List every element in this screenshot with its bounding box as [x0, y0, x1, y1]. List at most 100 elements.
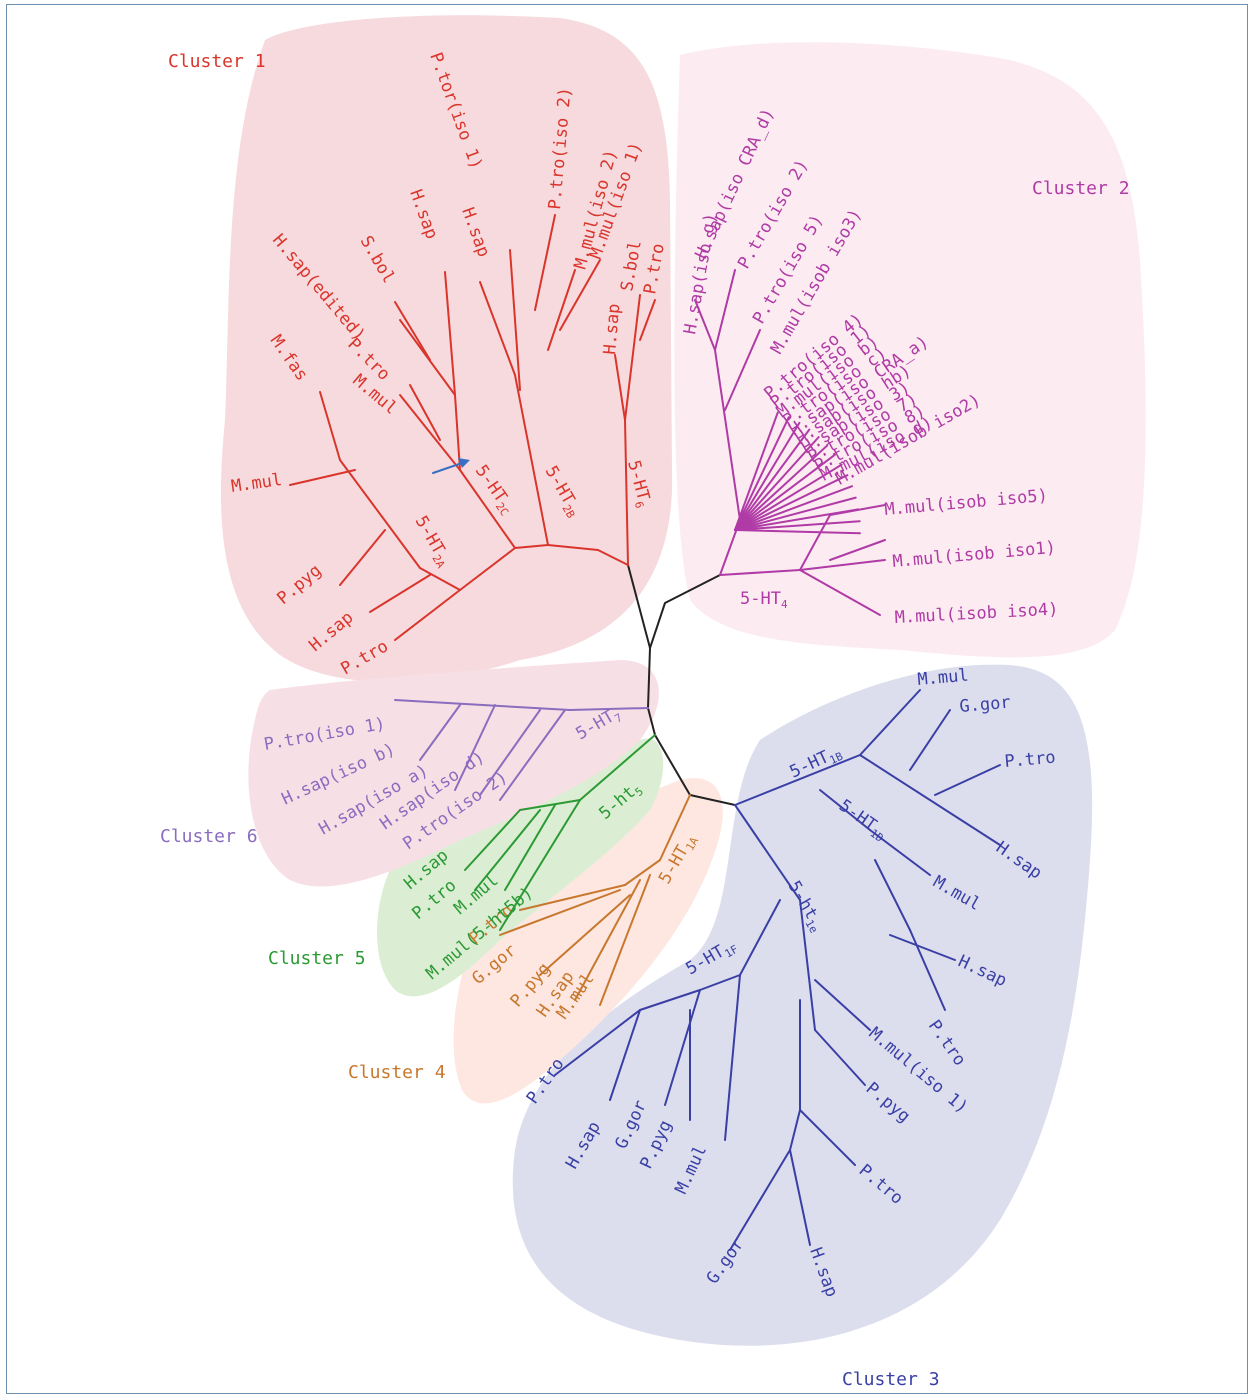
branch — [639, 989, 701, 1011]
branch — [534, 214, 556, 311]
branch — [734, 411, 779, 531]
branch — [479, 281, 516, 376]
branch — [624, 294, 641, 421]
cluster-5-region — [376, 738, 664, 997]
branch — [519, 799, 581, 811]
cluster-2-region — [674, 42, 1146, 658]
branch — [509, 249, 521, 391]
cluster-3-region — [512, 664, 1093, 1346]
branch — [419, 567, 461, 591]
branch — [734, 474, 849, 531]
branch — [554, 1009, 641, 1076]
branch — [614, 354, 626, 421]
branch — [539, 894, 631, 976]
cluster-4-label: Cluster 4 — [348, 1062, 446, 1083]
branch — [734, 754, 861, 806]
branch — [724, 974, 741, 1141]
branch — [729, 1149, 791, 1251]
branch — [454, 704, 496, 791]
leaf-label: P.tro — [1004, 748, 1057, 772]
branch — [799, 569, 881, 616]
branch — [559, 259, 601, 331]
branch — [724, 329, 761, 411]
branch — [734, 520, 861, 531]
branch — [474, 809, 541, 891]
branch — [799, 1109, 856, 1166]
branch — [719, 569, 801, 576]
arrow-marker — [432, 461, 466, 474]
branch — [459, 469, 516, 549]
branch — [454, 394, 461, 471]
branch — [869, 829, 931, 876]
branch — [694, 299, 716, 351]
branch — [734, 436, 820, 531]
branch — [479, 709, 541, 796]
branch — [399, 394, 461, 471]
branch — [499, 709, 566, 801]
branch — [739, 899, 781, 976]
branch — [569, 707, 649, 711]
branch — [734, 444, 829, 531]
branch — [459, 547, 516, 591]
branch — [789, 1109, 801, 1151]
cluster-1-label: Cluster 1 — [168, 51, 266, 72]
branch — [799, 899, 816, 1031]
cluster-6-label: Cluster 6 — [160, 826, 258, 847]
cluster-4-region — [453, 778, 723, 1104]
branch — [514, 544, 549, 549]
branch — [394, 301, 431, 361]
branch — [664, 989, 701, 1106]
figure-frame — [6, 4, 1248, 1394]
branch — [889, 934, 956, 961]
branch — [599, 874, 651, 1006]
branch — [734, 416, 790, 531]
node-label: 5-HT4 — [740, 589, 788, 611]
branch — [799, 514, 831, 571]
branch — [699, 974, 741, 991]
branch — [734, 804, 801, 901]
branch — [289, 469, 356, 486]
branch — [909, 929, 946, 1011]
branch — [464, 809, 521, 871]
branch — [909, 709, 951, 771]
backbone-branch — [627, 564, 651, 649]
branch — [394, 589, 461, 641]
branch — [819, 789, 871, 831]
branch — [639, 299, 656, 341]
cluster-1-region — [220, 15, 673, 682]
branch — [874, 859, 911, 931]
branch — [734, 463, 843, 531]
branch — [419, 704, 461, 761]
branch — [394, 699, 571, 711]
branch — [369, 574, 431, 613]
branch — [409, 384, 441, 441]
branch — [504, 804, 556, 891]
branch — [659, 794, 691, 861]
branch — [859, 754, 1001, 846]
cluster-2-label: Cluster 2 — [1032, 178, 1130, 199]
branch — [934, 764, 1001, 796]
arrow-head — [458, 458, 470, 468]
branch — [814, 1029, 866, 1086]
branch — [789, 1149, 811, 1246]
cluster-3-label: Cluster 3 — [842, 1369, 940, 1390]
cluster-5-label: Cluster 5 — [268, 948, 366, 969]
leaf-label: G.gor — [959, 693, 1012, 717]
branch — [799, 559, 886, 571]
backbone-branch — [647, 602, 736, 806]
branch — [579, 734, 656, 801]
branch — [499, 889, 621, 936]
branch — [609, 1009, 641, 1101]
branch — [444, 271, 456, 396]
branch — [514, 374, 549, 546]
branch — [734, 485, 854, 531]
cluster-6-region — [248, 660, 659, 887]
branch — [499, 799, 581, 931]
branch — [714, 269, 736, 351]
branch — [734, 453, 836, 531]
backbone-branch — [664, 574, 721, 604]
branch — [339, 459, 421, 569]
branch — [814, 979, 871, 1031]
branch — [734, 529, 861, 535]
